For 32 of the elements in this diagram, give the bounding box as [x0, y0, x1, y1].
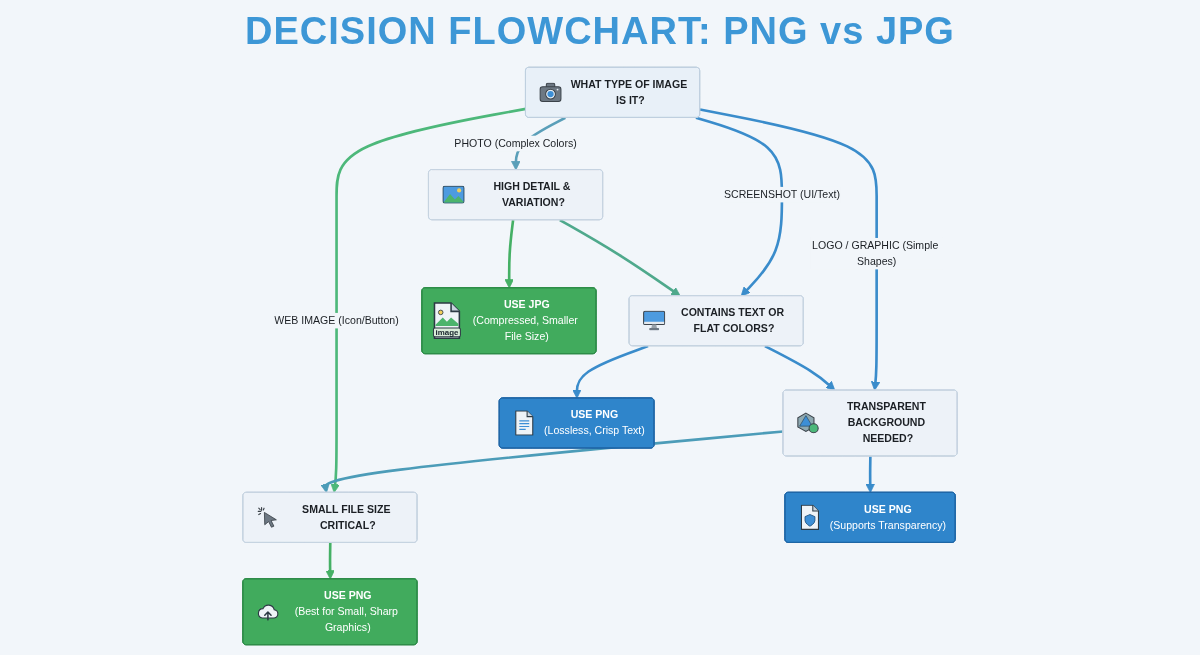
decision-box [242, 491, 418, 543]
node-label: SMALL FILE SIZE CRITICAL? [301, 502, 392, 533]
arrow [764, 344, 836, 391]
edge-label: WEB IMAGE (Icon/Button) [274, 312, 399, 329]
node-label: USE PNG (Supports Transparency) [829, 502, 946, 533]
node-label: TRANSPARENT BACKGROUND NEEDED? [845, 400, 927, 447]
decision-box [628, 295, 804, 347]
arrow [865, 456, 875, 494]
result-box [421, 287, 597, 355]
result-box [498, 397, 655, 449]
arrow [572, 344, 649, 399]
node-label: USE PNG (Best for Small, Sharp Graphics) [293, 588, 399, 635]
decision-box [782, 389, 958, 457]
node-label: CONTAINS TEXT OR FLAT COLORS? [680, 305, 786, 336]
arrow [559, 218, 681, 297]
node-label: HIGH DETAIL & VARIATION? [492, 179, 572, 210]
node-label: WHAT TYPE OF IMAGE IS IT? [570, 77, 689, 108]
node-label: USE JPG (Compressed, Smaller File Size) [471, 297, 579, 344]
arrow [699, 108, 881, 391]
arrow [325, 542, 335, 580]
decision-box [427, 169, 604, 221]
arrow [320, 430, 784, 494]
question-box [524, 66, 701, 118]
arrow [695, 116, 784, 297]
result-box [242, 578, 418, 646]
title: DECISION FLOWCHART: PNG vs JPG [245, 9, 955, 54]
result-box [784, 491, 956, 543]
node-label: USE PNG (Lossless, Crisp Text) [544, 408, 645, 439]
edge-label: PHOTO (Complex Colors) [454, 135, 577, 152]
arrow [504, 219, 515, 289]
arrow [330, 107, 527, 494]
edge-label: SCREENSHOT (UI/Text) [723, 186, 840, 203]
